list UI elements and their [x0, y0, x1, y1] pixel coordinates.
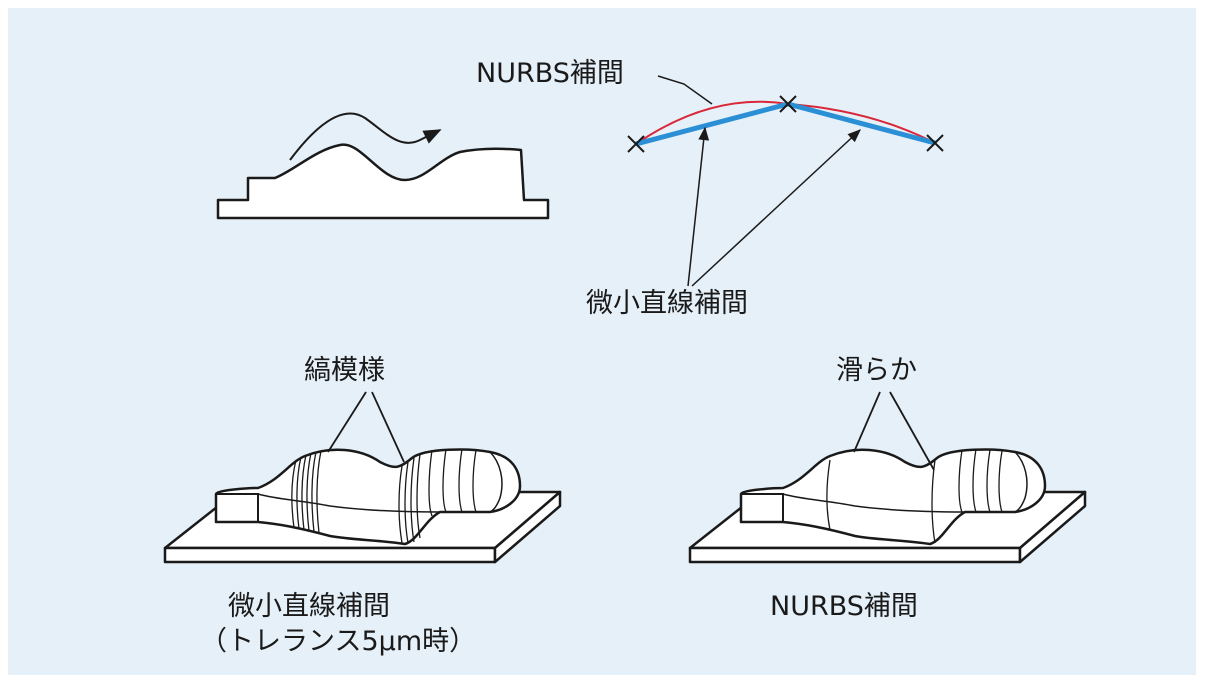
- stripe-lines: [291, 450, 322, 534]
- base-plate-front: [688, 546, 1022, 564]
- contour-lines: [826, 448, 1003, 544]
- curved-arrow-icon: [289, 112, 442, 161]
- end-cap: [489, 451, 503, 513]
- stripes-pointer: [327, 391, 367, 453]
- end-cap: [1014, 451, 1028, 513]
- left-caption-tolerance: （トレランス5μm時）: [200, 626, 477, 657]
- micro-linear-label: 微小直線補間: [586, 288, 748, 319]
- nurbs-curve-label: NURBS補間: [476, 58, 624, 89]
- x-marker-icon: [779, 95, 797, 113]
- figure-background: [8, 8, 1196, 675]
- linear-segment: [787, 101, 936, 146]
- nurbs-leader: [657, 75, 713, 105]
- interpolation-diagram: [627, 75, 944, 287]
- micro-arrow: [687, 126, 710, 287]
- linear-segment: [635, 101, 789, 147]
- smooth-label: 滑らか: [836, 355, 917, 386]
- smooth-pointer: [889, 391, 935, 471]
- smooth-part: [688, 391, 1087, 564]
- base-plate-side: [1018, 490, 1087, 564]
- part-edge: [257, 493, 441, 513]
- base-plate-front: [163, 546, 497, 564]
- striped-part: [163, 391, 562, 564]
- stripes-pointer: [371, 391, 405, 463]
- base-plate-side: [493, 490, 562, 564]
- part-body: [739, 448, 1047, 546]
- micro-arrow: [691, 129, 861, 287]
- x-marker-icon: [627, 135, 645, 153]
- smooth-pointer: [853, 391, 881, 453]
- left-caption-title: 微小直線補間: [228, 591, 390, 622]
- profile-section: [216, 112, 550, 220]
- stripe-lines: [398, 448, 477, 544]
- part-profile: [216, 143, 550, 220]
- right-caption-title: NURBS補間: [770, 591, 918, 622]
- nurbs-curve: [635, 100, 936, 145]
- x-marker-icon: [926, 134, 944, 152]
- stripes-label: 縞模様: [304, 355, 385, 386]
